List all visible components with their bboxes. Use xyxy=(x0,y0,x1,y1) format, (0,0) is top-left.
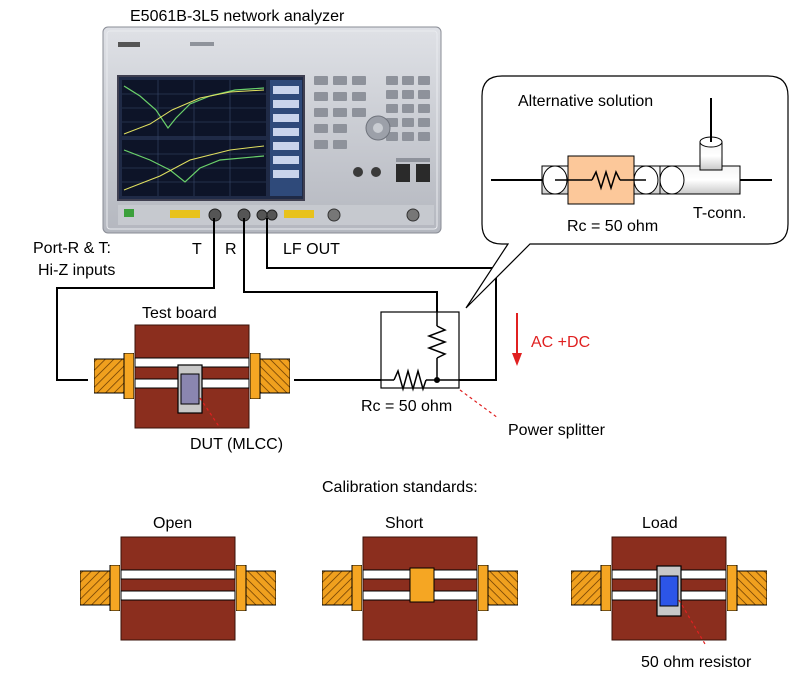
sma-connector-icon xyxy=(727,565,767,611)
mlcc-chip-icon xyxy=(177,364,203,414)
port-t-label: T xyxy=(192,241,202,258)
cable-port-r xyxy=(243,218,438,324)
ac-dc-label: AC +DC xyxy=(531,334,590,351)
alt-rc-label: Rc = 50 ohm xyxy=(567,218,658,235)
coax-assembly xyxy=(491,98,772,205)
resistor-icon xyxy=(393,368,427,392)
rc-label: Rc = 50 ohm xyxy=(361,398,452,415)
cal-short-label: Short xyxy=(385,515,424,532)
network-analyzer-photo xyxy=(102,26,442,234)
sma-connector-icon xyxy=(250,353,290,399)
port-r-label: R xyxy=(225,241,237,258)
short-bar xyxy=(409,567,435,603)
port-note-line1: Port-R & T: xyxy=(33,240,111,257)
cal-short-board xyxy=(322,536,518,641)
power-splitter xyxy=(380,311,460,392)
sma-connector-icon xyxy=(80,565,120,611)
resistor-50-label: 50 ohm resistor xyxy=(641,654,752,671)
red-down-arrow-icon xyxy=(512,313,522,366)
sma-connector-icon xyxy=(478,565,518,611)
sma-connector-icon xyxy=(322,565,362,611)
resistor-icon xyxy=(591,169,621,191)
alt-title: Alternative solution xyxy=(518,93,653,110)
resistor-chip-icon xyxy=(656,565,682,617)
cable-port-t xyxy=(56,218,215,381)
resistor-icon xyxy=(426,325,448,359)
t-conn-label: T-conn. xyxy=(693,205,746,222)
lf-out-label: LF OUT xyxy=(283,241,340,258)
sma-connector-icon xyxy=(571,565,611,611)
t-connector-icon xyxy=(659,98,741,195)
cal-open-label: Open xyxy=(153,515,192,532)
cal-title: Calibration standards: xyxy=(322,479,478,496)
cal-load-board xyxy=(571,536,767,641)
test-board xyxy=(94,324,290,429)
cal-open-board xyxy=(80,536,276,641)
power-splitter-label: Power splitter xyxy=(508,422,606,439)
sma-connector-icon xyxy=(94,353,134,399)
port-note-line2: Hi-Z inputs xyxy=(38,262,115,279)
analyzer-title: E5061B-3L5 network analyzer xyxy=(130,8,345,25)
test-board-label: Test board xyxy=(142,305,217,322)
cal-load-label: Load xyxy=(642,515,678,532)
dut-label: DUT (MLCC) xyxy=(190,436,283,453)
sma-connector-icon xyxy=(236,565,276,611)
